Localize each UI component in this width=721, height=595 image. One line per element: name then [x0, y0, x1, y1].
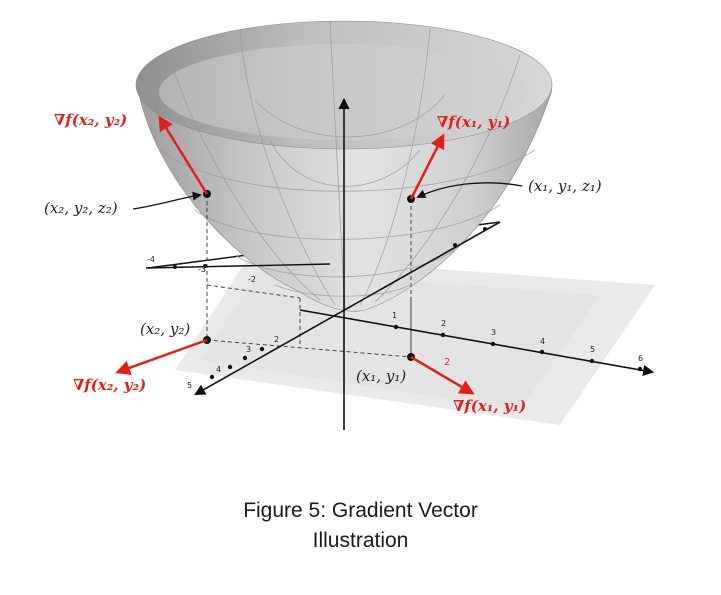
caption-line-1: Figure 5: Gradient Vector — [243, 499, 478, 522]
paraboloid-diagram: 1 2 3 4 5 6 -4 -3 -2 2 3 4 5 ∇f(x₂, y₂) … — [44, 20, 655, 430]
label-grad-x1y1-bottom: ∇f(x₁, y₁) — [453, 397, 526, 415]
gradient-arrow-x1y1-top — [409, 133, 445, 200]
y-tick-4: 4 — [216, 365, 221, 374]
label-grad-x2y2-bottom: ∇f(x₂, y₂) — [73, 376, 146, 394]
y-tick-2: 2 — [274, 335, 279, 344]
gradient-arrow-x1y1-bottom — [410, 355, 475, 395]
gradient-arrow-x2y2-top — [158, 115, 209, 195]
marker-2: 2 — [444, 357, 450, 368]
y-axis-ticks — [173, 227, 487, 380]
x-tick-2: 2 — [441, 319, 446, 328]
label-grad-x1y1-top: ∇f(x₁, y₁) — [437, 113, 510, 131]
label-grad-x2y2-top: ∇f(x₂, y₂) — [54, 111, 127, 129]
leader-x1y1z1 — [416, 182, 523, 199]
x-tick-5: 5 — [590, 345, 595, 354]
x-tick-6: 6 — [638, 354, 643, 363]
label-point-x2y2z2: (x₂, y₂, z₂) — [44, 199, 118, 217]
label-point-x2y2: (x₂, y₂) — [140, 320, 190, 338]
y-tick-5: 5 — [187, 381, 192, 390]
label-point-x1y1z1: (x₁, y₁, z₁) — [528, 177, 602, 195]
y-tick-neg2: -2 — [248, 275, 256, 284]
surface-mesh — [159, 20, 536, 311]
x-tick-4: 4 — [540, 337, 545, 346]
gradient-arrow-x2y2-bottom — [115, 338, 208, 375]
x-tick-1: 1 — [392, 311, 397, 320]
x-tick-3: 3 — [491, 328, 496, 337]
y-tick-neg4: -4 — [147, 255, 155, 264]
figure-caption: Figure 5: Gradient Vector Illustration — [0, 496, 721, 556]
label-point-x1y1: (x₁, y₁) — [356, 367, 406, 385]
leader-x2y2z2 — [132, 191, 202, 210]
caption-line-2: Illustration — [312, 529, 409, 552]
y-tick-neg3: -3 — [198, 265, 206, 274]
x-axis-ticks — [393, 324, 643, 372]
y-axis — [194, 221, 501, 396]
y-tick-3: 3 — [246, 345, 251, 354]
paraboloid-inner-shade — [159, 44, 529, 140]
